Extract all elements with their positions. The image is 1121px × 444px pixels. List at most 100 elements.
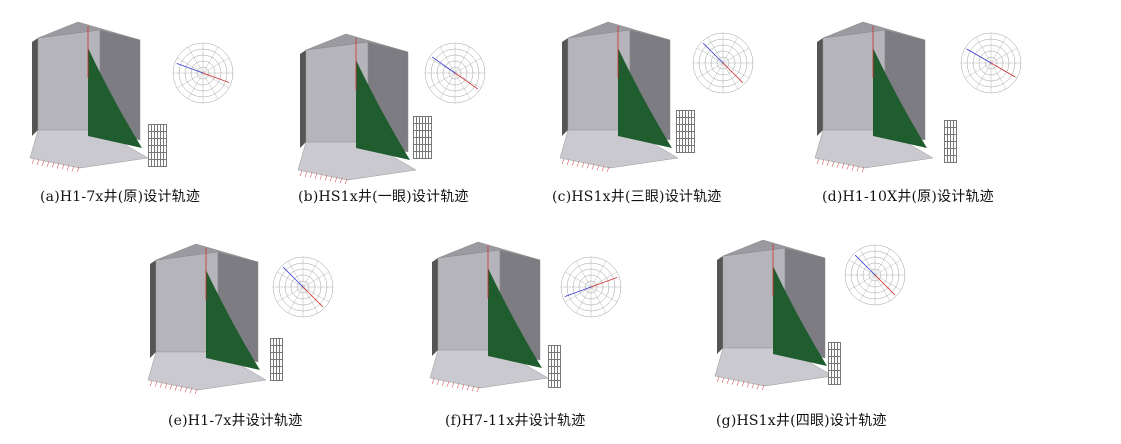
axis-tick [431, 378, 435, 385]
axis-tick [741, 381, 745, 387]
axis-tick [591, 164, 595, 170]
table-cell [557, 380, 561, 388]
axis-tick [41, 160, 45, 166]
table-cell [691, 138, 695, 146]
trajectory-fill [488, 268, 542, 368]
table-cell [163, 124, 167, 132]
table-row [944, 127, 957, 135]
table-cell [428, 130, 432, 138]
azimuth-polar-plot [560, 256, 622, 318]
box-top [567, 21, 671, 41]
table-row [413, 130, 432, 138]
axis-tick [344, 179, 348, 185]
axis-tick [746, 382, 750, 388]
box-left-edge [150, 260, 156, 358]
axis-tick [841, 163, 845, 169]
trajectory-fill [618, 48, 672, 148]
trajectory-3d-plot [147, 243, 267, 395]
trajectory-fill [873, 48, 927, 148]
floor-axis-ticks [561, 158, 610, 173]
axis-tick [329, 176, 333, 182]
axis-tick [56, 163, 60, 169]
table-cell [953, 148, 957, 156]
table-row [413, 151, 432, 159]
azimuth-line-red [454, 72, 479, 90]
table-row [548, 366, 561, 374]
table-row [270, 345, 283, 353]
axis-tick [726, 378, 730, 384]
floor-axis-ticks [816, 158, 865, 173]
table-row [270, 338, 283, 346]
azimuth-polar-plot [960, 32, 1022, 94]
axis-tick [851, 165, 855, 171]
axis-tick [169, 384, 173, 390]
table-row [148, 152, 167, 160]
table-cell [557, 373, 561, 381]
table-cell [163, 131, 167, 139]
axis-tick [826, 160, 830, 166]
design-parameter-table [828, 342, 841, 385]
panel-caption: (f)H7-11x井设计轨迹 [445, 413, 586, 429]
panel-caption: (c)HS1x井(三眼)设计轨迹 [552, 189, 722, 205]
axis-tick [861, 167, 865, 173]
table-row [148, 159, 167, 167]
table-row [413, 116, 432, 124]
panel-caption: (e)H1-7x井设计轨迹 [168, 413, 303, 429]
box-top [437, 241, 541, 261]
box-top [155, 243, 259, 263]
table-cell [428, 137, 432, 145]
table-row [944, 155, 957, 163]
table-cell [691, 117, 695, 125]
table-cell [837, 349, 841, 357]
table-cell [163, 159, 167, 167]
table-row [828, 377, 841, 385]
table-row [148, 145, 167, 153]
table-cell [557, 345, 561, 353]
axis-tick [561, 158, 565, 165]
table-cell [557, 359, 561, 367]
table-row [548, 359, 561, 367]
azimuth-line-red [874, 274, 896, 296]
box-top [305, 33, 409, 53]
box-left-edge [300, 50, 306, 148]
axis-tick [731, 379, 735, 385]
axis-tick [606, 167, 610, 173]
table-cell [837, 377, 841, 385]
axis-tick [159, 382, 163, 388]
axis-tick [154, 381, 158, 387]
azimuth-line [282, 266, 304, 288]
table-row [413, 123, 432, 131]
box-left-edge [817, 38, 823, 136]
axis-tick [581, 162, 585, 168]
table-cell [428, 116, 432, 124]
table-cell [837, 370, 841, 378]
axis-tick [339, 178, 343, 184]
axis-tick [721, 377, 725, 383]
azimuth-polar-plot [172, 42, 234, 104]
azimuth-polar-plot [692, 32, 754, 94]
axis-tick [61, 164, 65, 170]
trajectory-fill [206, 270, 260, 370]
table-row [944, 141, 957, 149]
table-cell [837, 356, 841, 364]
table-row [828, 342, 841, 350]
table-row [413, 144, 432, 152]
floor-axis-ticks [299, 170, 348, 185]
azimuth-polar-plot [424, 42, 486, 104]
table-row [676, 117, 695, 125]
table-row [270, 359, 283, 367]
axis-tick [194, 389, 198, 395]
box-left-edge [562, 38, 568, 136]
panel-caption: (b)HS1x井(一眼)设计轨迹 [298, 189, 469, 205]
table-row [944, 120, 957, 128]
axis-tick [821, 159, 825, 165]
design-parameter-table [676, 110, 695, 153]
axis-tick [309, 172, 313, 178]
table-cell [953, 155, 957, 163]
table-row [413, 137, 432, 145]
table-row [148, 138, 167, 146]
axis-tick [466, 385, 470, 391]
table-cell [163, 138, 167, 146]
table-row [676, 145, 695, 153]
table-row [148, 124, 167, 132]
